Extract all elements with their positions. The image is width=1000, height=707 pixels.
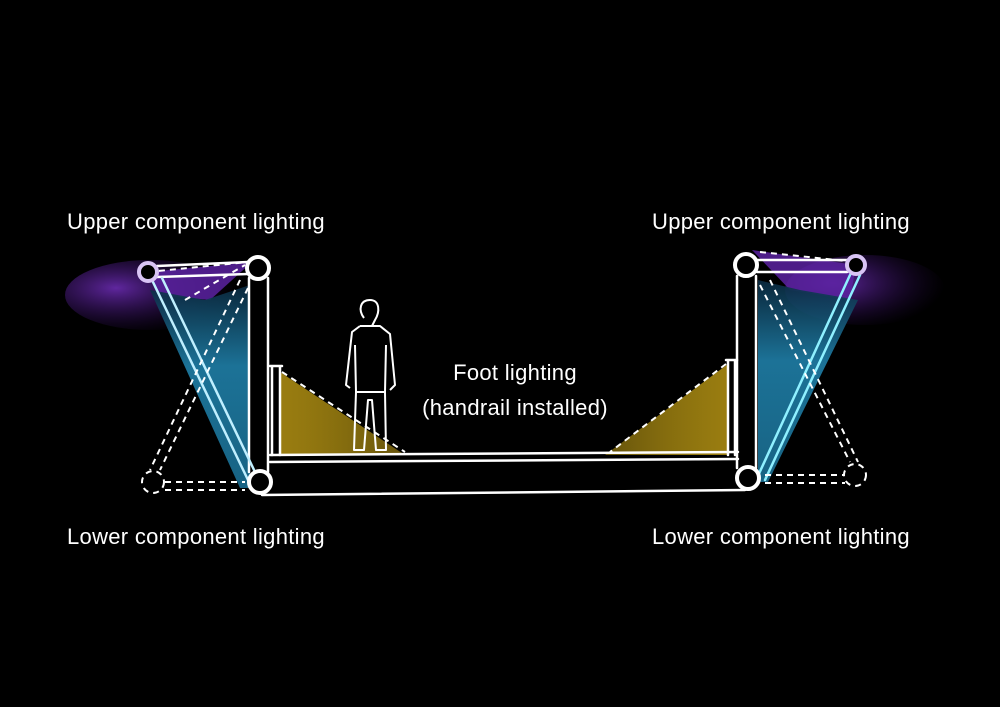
left-stowed-joint xyxy=(141,470,165,494)
left-upper-lamp-joint xyxy=(137,261,159,283)
right-upper-arm xyxy=(755,258,849,274)
floor-deck xyxy=(260,450,747,497)
left-bottom-joint xyxy=(247,469,273,495)
left-upper-arm xyxy=(155,260,250,279)
right-stowed-arm xyxy=(759,251,859,484)
upper-left-label: Upper component lighting xyxy=(67,209,325,234)
left-stowed-arm xyxy=(147,261,249,491)
right-foot-light-beam xyxy=(609,363,727,453)
left-foot-light-beam xyxy=(281,371,406,453)
upper-right-label: Upper component lighting xyxy=(652,209,910,234)
right-stowed-joint xyxy=(843,463,867,487)
left-lower-light-cone xyxy=(150,285,250,488)
right-bottom-joint xyxy=(735,465,761,491)
right-top-joint xyxy=(733,252,759,278)
right-column xyxy=(735,274,758,470)
foot-lighting-sublabel: (handrail installed) xyxy=(422,395,608,420)
lower-left-label: Lower component lighting xyxy=(67,524,325,549)
right-diagonal-arm xyxy=(755,273,862,482)
right-upper-lamp-joint xyxy=(845,254,867,276)
left-handrail-post xyxy=(268,364,284,457)
left-diagonal-arm xyxy=(150,276,257,482)
person-figure xyxy=(345,299,396,451)
left-column xyxy=(247,276,270,474)
foot-lighting-label: Foot lighting xyxy=(453,360,577,385)
right-handrail-post xyxy=(724,358,739,457)
lower-right-label: Lower component lighting xyxy=(652,524,910,549)
left-top-joint xyxy=(245,255,271,281)
